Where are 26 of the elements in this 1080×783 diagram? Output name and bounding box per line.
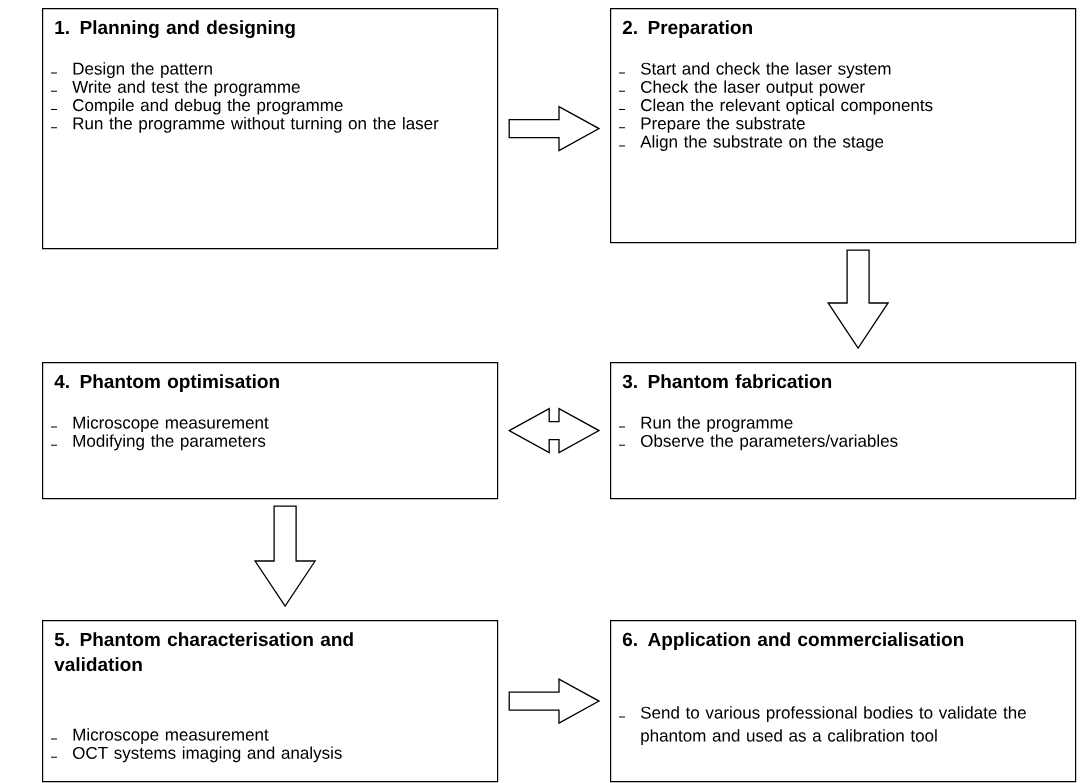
list-item: Compile and debug the programme	[73, 98, 343, 115]
block-arrow	[253, 505, 317, 608]
list-item: Modifying the parameters	[73, 434, 266, 451]
block-arrow	[826, 249, 890, 350]
list-item: Design the pattern	[73, 62, 212, 79]
list-item: Prepare the substrate	[641, 116, 805, 133]
list-item: Write and test the programme	[72, 80, 300, 97]
list-item: Microscope measurement	[73, 416, 269, 433]
list-item: Observe the parameters/variables	[641, 434, 898, 451]
step-heading: 4. Phantom optimisation	[54, 374, 279, 392]
list-item: Run the programme without turning on the laser	[73, 116, 439, 133]
block-arrow	[508, 678, 601, 725]
step-heading: 6. Application and commercialisation	[622, 632, 964, 650]
list-item: Clean the relevant optical components	[641, 98, 933, 115]
step-heading: 1. Planning and designing	[55, 20, 295, 38]
step-heading: 5. Phantom characterisation and validation	[54, 632, 353, 672]
list-item: Run the programme	[641, 416, 793, 433]
list-item: Start and check the laser system	[640, 62, 891, 79]
list-item: OCT systems imaging and analysis	[73, 746, 342, 763]
list-item: Check the laser output power	[641, 80, 865, 97]
step-heading: 3. Phantom fabrication	[622, 374, 832, 389]
list-item: Microscope measurement	[73, 728, 269, 745]
step-heading: 2. Preparation	[622, 20, 752, 38]
list-item: Send to various professional bodies to validate the phantom and used as a calibration tool	[640, 706, 1026, 746]
list-item: Align the substrate on the stage	[640, 135, 884, 151]
block-arrow	[508, 105, 601, 152]
